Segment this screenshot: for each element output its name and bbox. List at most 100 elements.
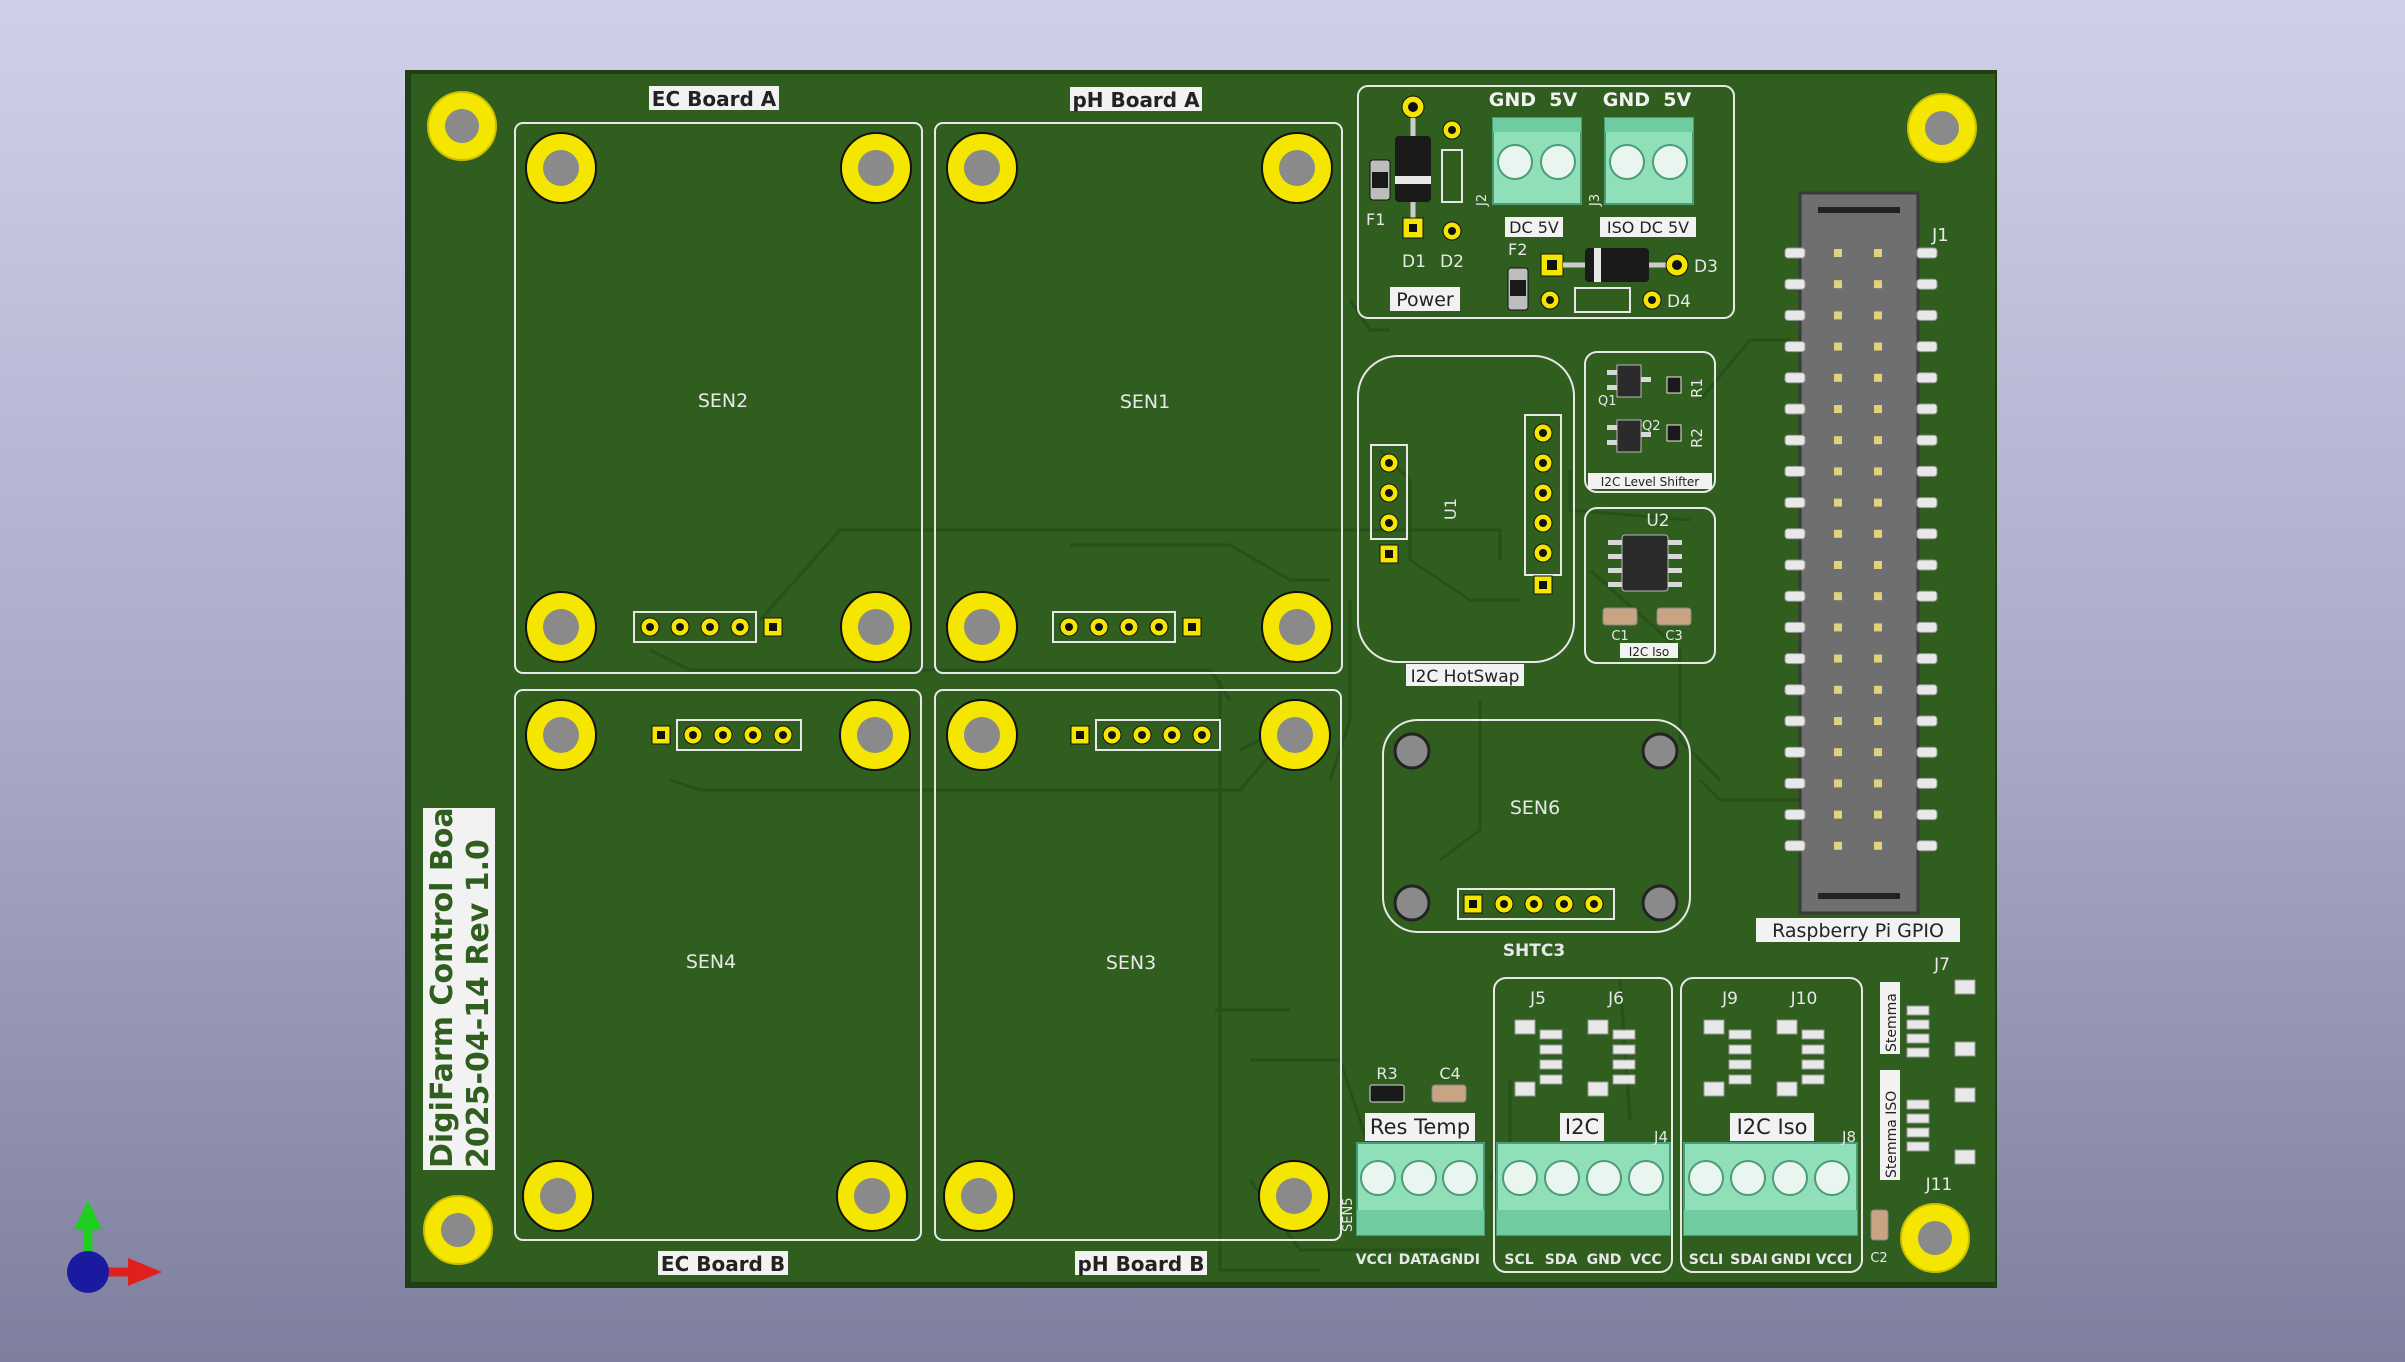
gpio-pin <box>1874 748 1882 757</box>
pin-label: DATA <box>1399 1252 1440 1268</box>
gpio-pin <box>1874 342 1882 351</box>
gpio-pin <box>1834 467 1842 476</box>
gpio-pad <box>1784 715 1806 727</box>
power-section <box>1357 85 1735 319</box>
gpio-pad <box>1784 403 1806 415</box>
gpio-pin <box>1834 498 1842 507</box>
i2c-level-shifter-module <box>1584 351 1716 493</box>
label-ec-board-a: EC Board A <box>652 87 777 111</box>
gpio-pad <box>1916 715 1938 727</box>
label-d4: D4 <box>1667 292 1691 312</box>
gpio-pad <box>1784 278 1806 290</box>
label-j5: J5 <box>1529 989 1546 1009</box>
label-c1: C1 <box>1611 629 1628 644</box>
label-j7: J7 <box>1933 955 1950 975</box>
label-d3: D3 <box>1694 257 1718 277</box>
label-q1: Q1 <box>1598 394 1617 409</box>
label-gnd-5v-j3: GND 5V <box>1603 89 1692 111</box>
gpio-pin <box>1874 405 1882 413</box>
label-sen1: SEN1 <box>1120 391 1170 413</box>
axis-gizmo-icon[interactable] <box>67 1200 162 1293</box>
gpio-pin <box>1834 779 1842 788</box>
gpio-pad <box>1916 590 1938 602</box>
label-i2c: I2C <box>1565 1115 1599 1139</box>
pin-label: VCC <box>1630 1252 1661 1268</box>
gpio-pad <box>1784 621 1806 633</box>
label-res-temp: Res Temp <box>1370 1115 1470 1139</box>
corner-mounting-holes <box>423 91 1977 1273</box>
gpio-pin <box>1834 841 1842 850</box>
label-i2c-iso-small: I2C Iso <box>1629 645 1670 659</box>
label-u1: U1 <box>1441 498 1460 520</box>
label-j11: J11 <box>1925 1175 1953 1195</box>
gpio-pin <box>1874 592 1882 601</box>
label-i2c-iso: I2C Iso <box>1737 1115 1808 1139</box>
pcb-board <box>405 70 1997 1288</box>
gpio-pad <box>1916 840 1938 852</box>
gpio-pad <box>1784 465 1806 477</box>
label-sen3: SEN3 <box>1106 952 1156 974</box>
label-j3: J3 <box>1588 194 1603 207</box>
gpio-pad <box>1916 465 1938 477</box>
gpio-pin <box>1874 529 1882 538</box>
gpio-pad <box>1784 528 1806 540</box>
gpio-pin <box>1834 249 1842 257</box>
label-f2: F2 <box>1508 240 1527 259</box>
label-i2c-level-shifter: I2C Level Shifter <box>1601 475 1700 489</box>
pin-label: SCL <box>1504 1252 1533 1268</box>
gpio-pin <box>1834 529 1842 538</box>
gpio-pad <box>1916 809 1938 821</box>
label-ec-board-b: EC Board B <box>661 1252 785 1276</box>
gpio-pin <box>1874 810 1882 819</box>
label-d2: D2 <box>1440 252 1464 272</box>
label-j4: J4 <box>1653 1128 1668 1146</box>
gpio-pin <box>1834 280 1842 289</box>
gpio-pin <box>1874 779 1882 788</box>
sen6-shtc3-module <box>1382 719 1691 933</box>
label-r2: R2 <box>1688 428 1706 448</box>
label-stemma-iso: Stemma ISO <box>1884 1091 1900 1178</box>
gpio-pin <box>1874 467 1882 476</box>
gpio-pin <box>1874 841 1882 850</box>
gpio-pad <box>1784 309 1806 321</box>
label-sen2: SEN2 <box>698 390 748 412</box>
label-power: Power <box>1396 289 1454 311</box>
gpio-pad <box>1916 653 1938 665</box>
gpio-pin <box>1834 405 1842 413</box>
gpio-pin <box>1874 717 1882 725</box>
gpio-pin <box>1874 311 1882 320</box>
gpio-pad <box>1916 372 1938 384</box>
label-iso-dc-5v: ISO DC 5V <box>1607 218 1689 237</box>
gpio-pin <box>1874 498 1882 507</box>
label-q2: Q2 <box>1642 419 1661 434</box>
bottom-connectors <box>1356 977 1976 1273</box>
gpio-pad <box>1784 746 1806 758</box>
i2c-isolator-module <box>1584 507 1716 664</box>
label-gnd-5v-j2: GND 5V <box>1489 89 1578 111</box>
label-stemma: Stemma <box>1884 993 1900 1052</box>
label-c4: C4 <box>1439 1064 1460 1083</box>
gpio-pad <box>1916 434 1938 446</box>
label-r3: R3 <box>1376 1064 1397 1083</box>
label-j2: J2 <box>1475 194 1490 207</box>
gpio-pin <box>1874 373 1882 382</box>
label-ph-board-a: pH Board A <box>1072 88 1200 112</box>
gpio-pin <box>1834 685 1842 694</box>
label-i2c-hotswap: I2C HotSwap <box>1411 667 1520 687</box>
label-j6: J6 <box>1607 989 1624 1009</box>
pin-label: SCLI <box>1689 1252 1724 1268</box>
board-name: DigiFarm Control Board <box>425 771 460 1168</box>
pin-label: GNDI <box>1440 1252 1480 1268</box>
gpio-pad <box>1916 684 1938 696</box>
gpio-pin <box>1874 654 1882 663</box>
label-dc-5v: DC 5V <box>1509 218 1559 237</box>
raspberry-pi-gpio-header <box>1784 191 1938 915</box>
label-j1: J1 <box>1931 225 1949 246</box>
label-c2: C2 <box>1870 1251 1887 1266</box>
pin-label: VCCI <box>1816 1252 1853 1268</box>
pin-label: SDA <box>1545 1252 1578 1268</box>
gpio-pin <box>1834 717 1842 725</box>
gpio-pad <box>1784 653 1806 665</box>
silkscreen-text: EC Board A pH Board A EC Board B pH Boar… <box>425 87 1952 1276</box>
